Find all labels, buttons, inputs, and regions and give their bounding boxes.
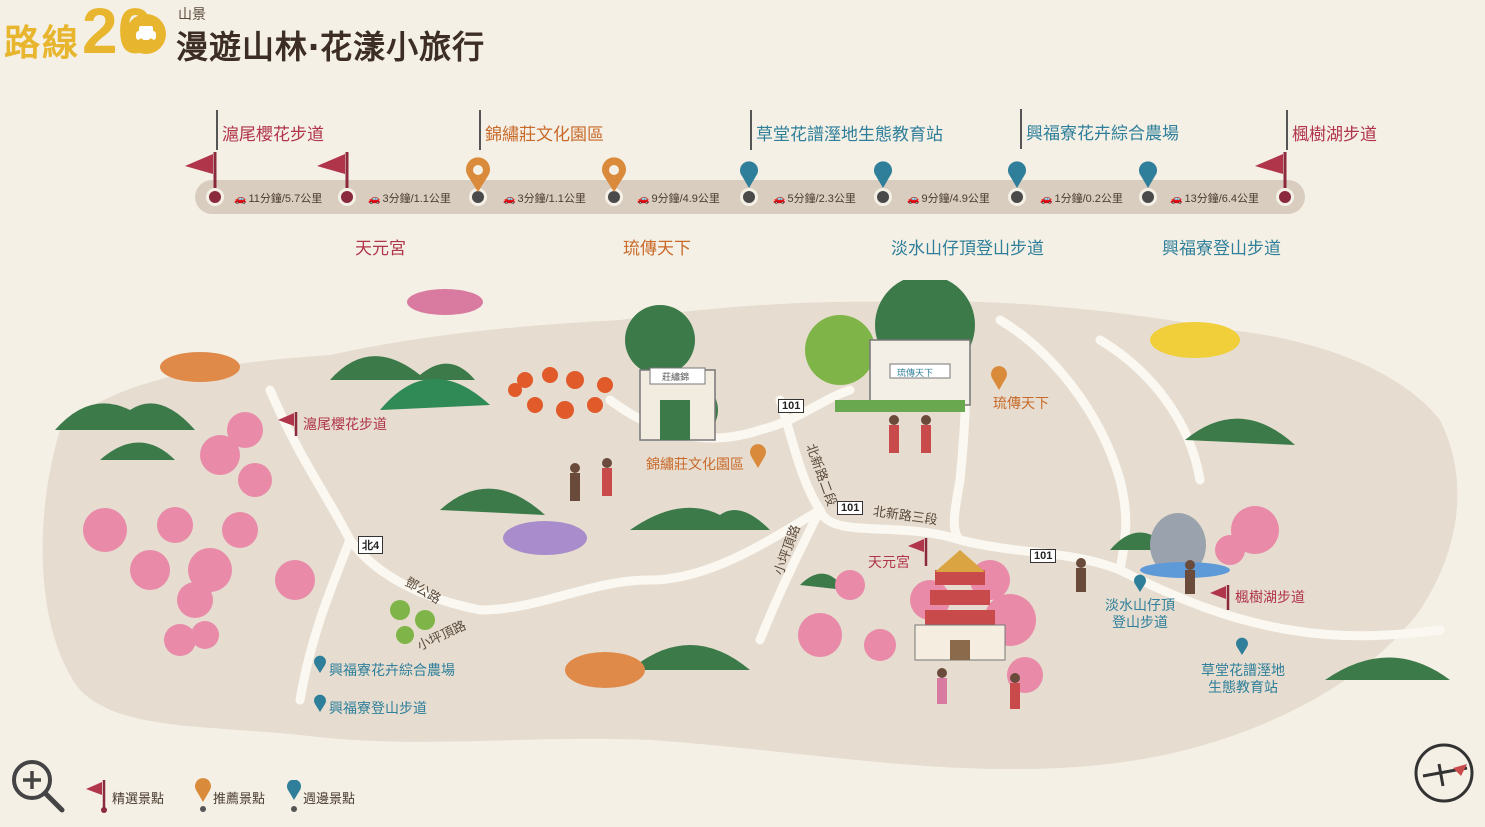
flag-icon — [317, 152, 349, 188]
timeline-stop-2[interactable] — [338, 188, 356, 206]
car-icon — [126, 14, 166, 54]
compass-button[interactable] — [1413, 742, 1475, 804]
timeline-stop-5[interactable] — [740, 188, 758, 206]
timeline-stop-1[interactable] — [206, 188, 224, 206]
pin-icon — [739, 161, 759, 188]
flag-icon — [86, 780, 107, 813]
segment-distance: 🚗3分鐘/1.1公里 — [503, 193, 586, 205]
pin-icon — [990, 366, 1007, 390]
route-word: 路線 — [4, 22, 81, 63]
zoom-in-icon — [12, 760, 65, 813]
timeline-label-hwei[interactable]: 滬尾櫻花步道 — [216, 110, 324, 150]
map-label-liuchuan[interactable]: 琉傳天下 — [993, 395, 1049, 411]
map-label-tianyuan[interactable]: 天元宮 — [868, 554, 910, 570]
building-sign: 莊繡錦 — [662, 372, 690, 382]
pin-icon — [195, 778, 211, 812]
timeline-stop-9[interactable] — [1276, 188, 1294, 206]
timeline-label-shanziding[interactable]: 淡水山仔頂登山步道 — [891, 239, 1044, 258]
pin-icon — [314, 694, 327, 712]
pin-icon — [750, 444, 766, 468]
pin-icon — [1139, 161, 1157, 188]
map-label-xingfu-farm[interactable]: 興福寮花卉綜合農場 — [329, 662, 455, 678]
tianyuan-pagoda — [914, 550, 1006, 661]
road-shield-101: 101 — [837, 501, 864, 515]
road-shield-bei4: 北4 — [358, 536, 384, 554]
timeline-stop-6[interactable] — [874, 188, 892, 206]
hikers — [570, 415, 1195, 709]
pin-icon — [1134, 574, 1146, 592]
legend-featured: 精選景點 — [112, 791, 165, 806]
zoom-in-button[interactable] — [10, 758, 66, 814]
timeline-label-liuchuan[interactable]: 琉傳天下 — [623, 239, 691, 258]
compass-icon — [1414, 743, 1474, 803]
segment-distance: 🚗11分鐘/5.7公里 — [234, 193, 323, 205]
pin-icon — [287, 780, 301, 812]
clouds — [160, 289, 1240, 688]
pin-icon — [466, 157, 491, 192]
map-label-shanziding[interactable]: 淡水山仔頂登山步道 — [1105, 597, 1175, 630]
pin-icon — [874, 161, 892, 188]
pin-icon — [314, 655, 327, 673]
segment-distance: 🚗3分鐘/1.1公里 — [368, 193, 451, 205]
segment-distance: 🚗9分鐘/4.9公里 — [907, 193, 990, 205]
timeline-label-jinxiu[interactable]: 錦繡莊文化園區 — [479, 110, 604, 150]
flag-icon — [185, 152, 217, 188]
legend-recommended: 推薦景點 — [213, 791, 266, 806]
map-illustration — [42, 280, 1458, 770]
lily-field — [508, 367, 613, 419]
map-label-jinxiu[interactable]: 錦繡莊文化園區 — [646, 456, 744, 472]
pin-icon — [1236, 637, 1248, 655]
flag-icon — [1210, 585, 1230, 610]
segment-distance: 🚗9分鐘/4.9公里 — [637, 193, 720, 205]
timeline-label-xingfu-trail[interactable]: 興福寮登山步道 — [1162, 239, 1281, 258]
flag-icon — [1255, 152, 1287, 188]
liuchuan-building — [835, 339, 971, 412]
timeline-label-xingfu-farm[interactable]: 興福寮花卉綜合農場 — [1020, 109, 1179, 149]
timeline-label-fengshuhu[interactable]: 楓樹湖步道 — [1286, 110, 1377, 150]
timeline-markers — [185, 152, 1287, 192]
map-label-caotang[interactable]: 草堂花譜溼地生態教育站 — [1201, 662, 1285, 695]
timeline-label-tianyuan[interactable]: 天元宮 — [355, 239, 406, 258]
segment-distance: 🚗13分鐘/6.4公里 — [1170, 193, 1260, 205]
jinxiu-building — [639, 367, 716, 441]
timeline-stop-7[interactable] — [1008, 188, 1026, 206]
road-shield-101: 101 — [1030, 549, 1057, 563]
timeline-label-caotang[interactable]: 草堂花譜溼地生態教育站 — [750, 110, 943, 150]
pin-icon — [602, 157, 627, 192]
map-label-xingfu-trail[interactable]: 興福寮登山步道 — [329, 700, 427, 716]
cherry-blossoms — [83, 412, 1279, 693]
category-label: 山景 — [178, 6, 206, 22]
map-label-fengshuhu[interactable]: 楓樹湖步道 — [1235, 589, 1305, 605]
pin-icon — [1007, 161, 1026, 188]
building-sign: 琉傳天下 — [897, 368, 934, 378]
legend-nearby: 週邊景點 — [303, 791, 356, 806]
page-title: 漫遊山林‧花漾小旅行 — [176, 29, 486, 65]
timeline-stop-8[interactable] — [1139, 188, 1157, 206]
segment-distance: 🚗1分鐘/0.2公里 — [1040, 193, 1123, 205]
flag-icon — [908, 538, 928, 566]
land-area — [42, 301, 1458, 770]
roads — [265, 315, 1445, 705]
map-label-hwei[interactable]: 滬尾櫻花步道 — [303, 416, 387, 432]
flag-icon — [278, 412, 298, 436]
mountains — [55, 356, 1450, 680]
segment-distance: 🚗5分鐘/2.3公里 — [773, 193, 856, 205]
road-shield-101: 101 — [778, 399, 805, 413]
